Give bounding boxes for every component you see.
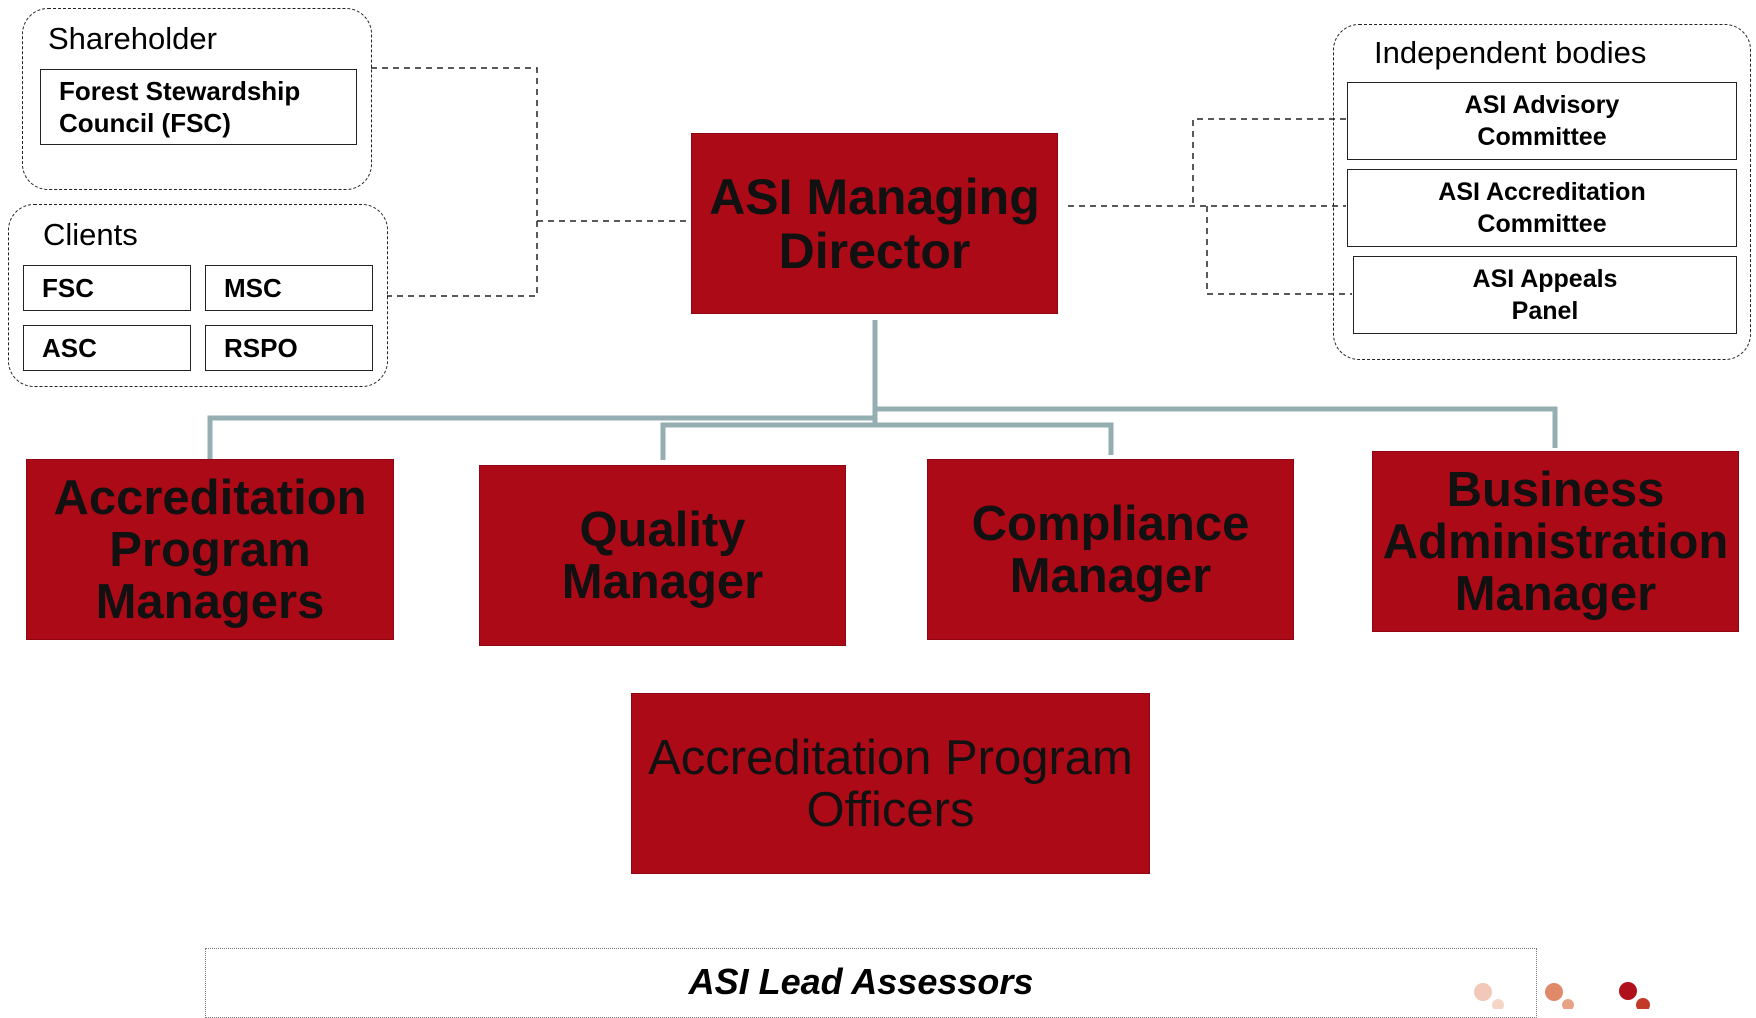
advisory-line1: ASI Advisory [1464, 91, 1620, 119]
client-msc: MSC [205, 265, 373, 311]
appeals-connector [1206, 206, 1352, 295]
quality-line1: Quality [579, 502, 746, 557]
lead-assessors-panel: ASI Lead Assessors [205, 948, 1537, 1018]
quality-line2: Manager [561, 554, 764, 609]
clients-group: Clients FSC MSC ASC RSPO [8, 204, 388, 387]
connector-accreditation-managers [207, 415, 875, 460]
accreditation-committee-line2: Committee [1477, 210, 1607, 238]
bam-line1: Business [1446, 462, 1665, 517]
officers-line1: Accreditation Program [648, 730, 1133, 785]
shareholder-fsc-box: Forest Stewardship Council (FSC) [40, 69, 357, 145]
shareholder-group: Shareholder Forest Stewardship Council (… [22, 8, 372, 190]
accreditation-program-officers-box: Accreditation Program Officers [631, 693, 1150, 874]
lead-assessors-title: ASI Lead Assessors [688, 961, 1034, 1002]
officers-line2: Officers [806, 782, 975, 837]
accreditation-program-managers-box: Accreditation Program Managers [26, 459, 394, 640]
bam-line2: Administration [1382, 514, 1729, 569]
managing-director-box: ASI Managing Director [691, 133, 1058, 314]
bam-line3: Manager [1454, 566, 1657, 621]
shareholder-title: Shareholder [48, 21, 217, 56]
client-rspo: RSPO [205, 325, 373, 371]
business-admin-manager-box: Business Administration Manager [1372, 451, 1739, 632]
shareholder-clients-connector [371, 67, 538, 297]
director-line1: ASI Managing [709, 168, 1040, 225]
appeals-line1: ASI Appeals [1472, 265, 1618, 293]
shareholder-box-line1: Forest Stewardship [59, 76, 301, 106]
clients-title: Clients [43, 217, 138, 252]
accreditation-committee-line1: ASI Accreditation [1438, 178, 1646, 206]
apm-line2: Program [109, 522, 311, 577]
client-asc: ASC [23, 325, 191, 371]
apm-line1: Accreditation [53, 470, 367, 525]
advisory-line2: Committee [1477, 123, 1607, 151]
quality-manager-box: Quality Manager [479, 465, 846, 646]
appeals-panel-box: ASI Appeals Panel [1353, 256, 1737, 334]
asi-logo-icon [1474, 982, 1650, 1009]
appeals-line2: Panel [1511, 297, 1579, 325]
advisory-connector [1192, 118, 1346, 206]
client-fsc: FSC [23, 265, 191, 311]
advisory-committee-box: ASI Advisory Committee [1347, 82, 1737, 160]
compliance-line1: Compliance [971, 496, 1250, 551]
director-line2: Director [778, 222, 971, 279]
compliance-manager-box: Compliance Manager [927, 459, 1294, 640]
independent-bodies-group: Independent bodies ASI Advisory Committe… [1333, 24, 1751, 360]
accreditation-committee-box: ASI Accreditation Committee [1347, 169, 1737, 247]
apm-line3: Managers [95, 574, 325, 629]
independent-title: Independent bodies [1374, 35, 1647, 70]
connector-quality-compliance [660, 422, 1114, 460]
connector-business-admin [875, 406, 1558, 448]
shareholder-box-line2: Council (FSC) [59, 108, 231, 138]
compliance-line2: Manager [1009, 548, 1212, 603]
